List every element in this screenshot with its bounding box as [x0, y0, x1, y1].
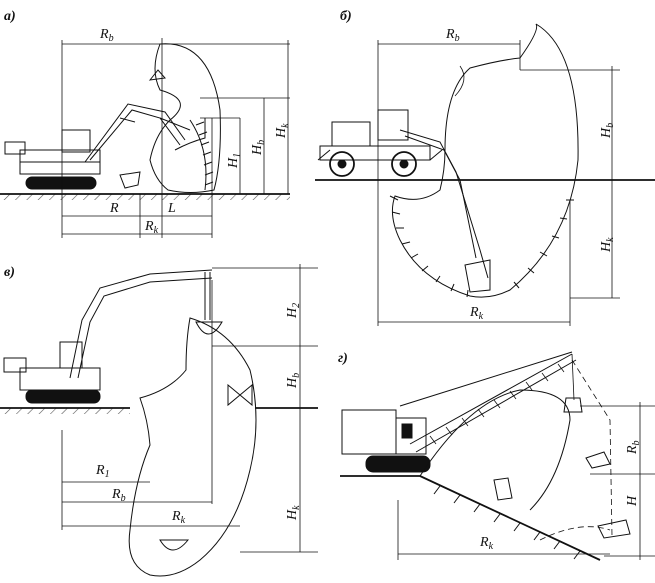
label-rb-g: Rb — [625, 440, 642, 455]
work-zone-b — [391, 23, 579, 298]
excavator-a — [4, 129, 101, 190]
bucket-icon-slope — [493, 477, 513, 501]
lattice-boom-g — [399, 351, 583, 453]
label-r-a: R — [109, 201, 119, 216]
slope-line-g — [419, 475, 601, 561]
boom-b — [399, 129, 491, 293]
work-zone-g — [419, 389, 571, 511]
boom-a — [84, 69, 206, 189]
panel-b-tag: б) — [340, 9, 352, 24]
grab-icon-lower — [159, 539, 190, 551]
panel-v-tag: в) — [4, 265, 15, 280]
panel-a-tag: а) — [4, 9, 16, 24]
label-hb-b: Hb — [599, 123, 616, 139]
grab-icon-upper — [227, 383, 253, 407]
label-rk-b: Rk — [469, 305, 484, 322]
label-hk-a: Hk — [274, 123, 291, 139]
label-rb-v: Rb — [111, 487, 126, 504]
bucket-icon-upper — [585, 451, 611, 469]
label-hb-a: Hb — [250, 140, 267, 156]
label-rb-b: Rb — [445, 27, 460, 44]
label-h-g: H — [625, 495, 640, 507]
label-rk-a: Rk — [144, 219, 159, 236]
label-rb-a: Rb — [99, 27, 114, 44]
excavator-v — [3, 341, 101, 404]
label-h1-a: H1 — [226, 153, 243, 169]
panel-v: в) H2 — [0, 264, 318, 577]
ground-hatch-a — [0, 194, 290, 200]
label-r1-v: R1 — [95, 463, 110, 480]
label-rk-v: Rk — [171, 509, 186, 526]
boom-v — [69, 269, 223, 379]
bucket-icon-lower — [597, 519, 631, 539]
label-l-a: L — [167, 201, 176, 216]
panel-g-tag: г) — [338, 351, 348, 366]
label-rk-g: Rk — [479, 535, 494, 552]
excavator-g — [341, 409, 431, 473]
panel-g: г) — [338, 351, 655, 561]
label-h2-v: H2 — [285, 303, 302, 319]
label-hk-b: Hk — [599, 237, 616, 253]
label-hk-v: Hk — [285, 505, 302, 521]
panel-b: б) — [315, 9, 655, 326]
panel-a: а) — [0, 9, 291, 238]
work-zone-v — [128, 317, 257, 577]
label-hb-v: Hb — [285, 373, 302, 389]
